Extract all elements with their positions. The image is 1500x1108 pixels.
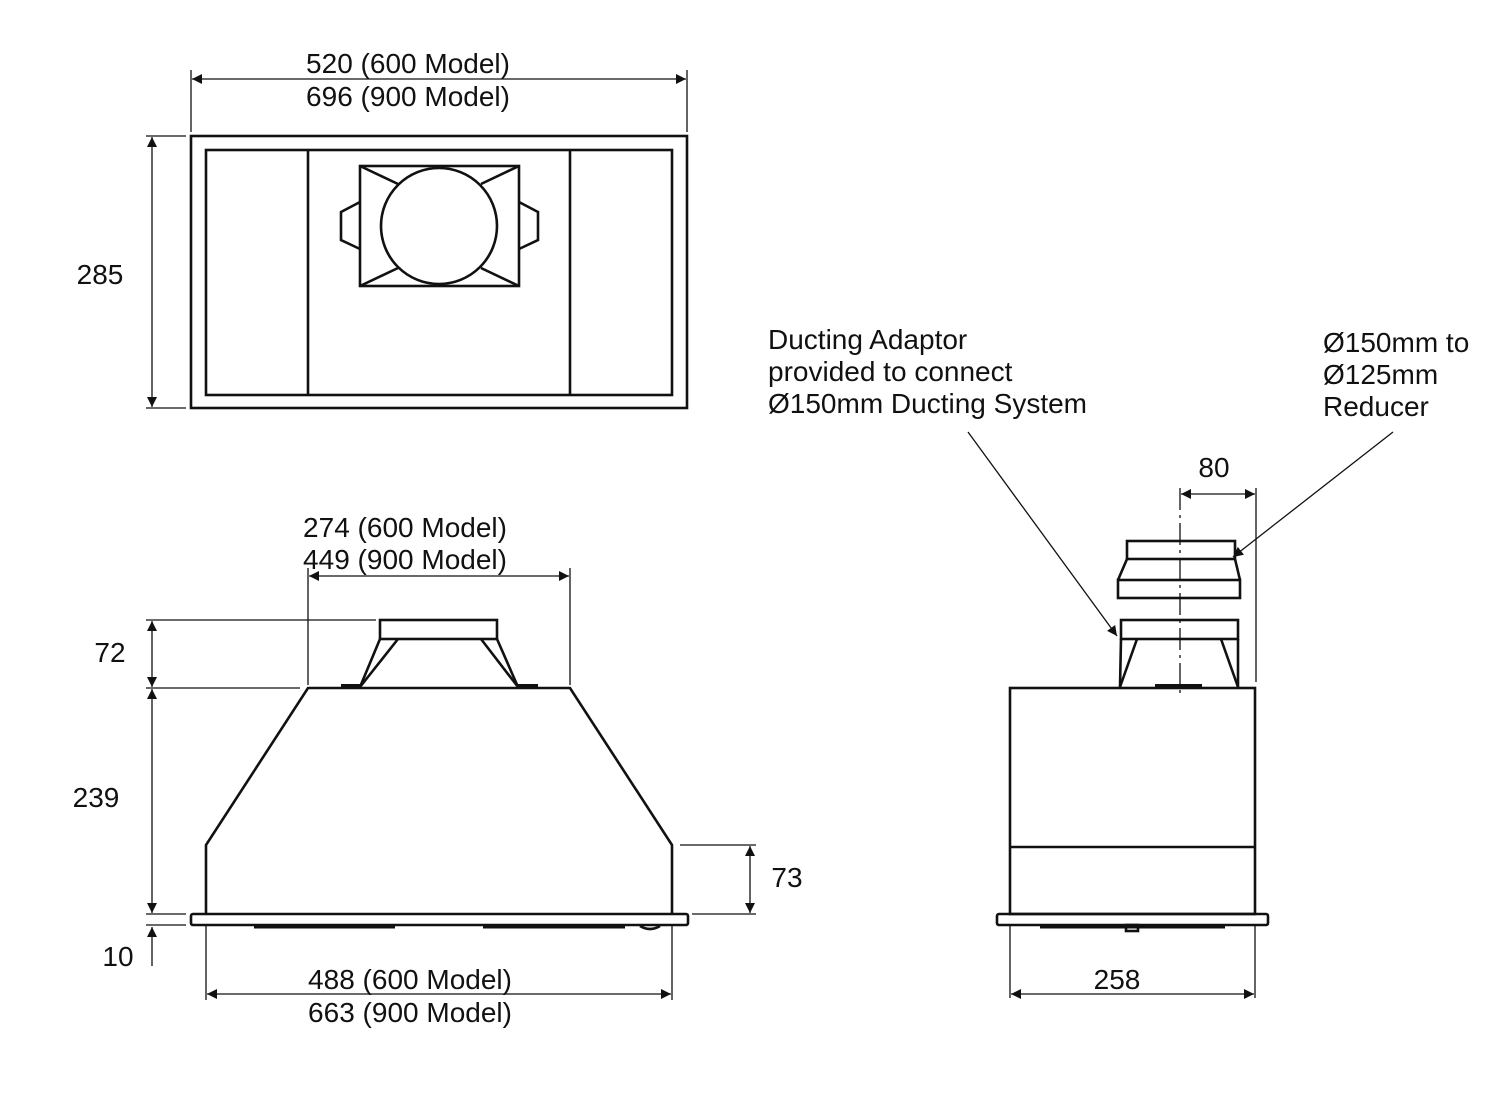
base-width-dimension: 488 (600 Model) 663 (900 Model) <box>205 926 673 1028</box>
top-view: 520 (600 Model) 696 (900 Model) 285 <box>77 48 689 410</box>
outlet-height-label: 72 <box>94 637 125 668</box>
width-900-label: 696 (900 Model) <box>306 81 510 112</box>
outlet-top <box>339 164 540 288</box>
base-900-label: 663 (900 Model) <box>308 997 512 1028</box>
adaptor-label-line: Ø150mm Ducting System <box>768 388 1087 419</box>
front-view: 274 (600 Model) 449 (900 Model) 72 239 1… <box>73 512 803 1028</box>
plate-thickness-label: 10 <box>102 941 133 972</box>
adaptor-callout: Ducting Adaptor provided to connect Ø150… <box>768 324 1118 637</box>
top-depth-dimension: 285 <box>77 135 186 409</box>
outlet-600-label: 274 (600 Model) <box>303 512 507 543</box>
outlet-offset-dimension: 80 <box>1181 452 1255 499</box>
side-view: 80 258 Ducting Adaptor provided to conne… <box>768 324 1469 999</box>
ducting-adaptor <box>1118 618 1240 688</box>
height-dimensions: 72 239 10 73 <box>73 619 803 972</box>
reducer-label-line: Ø125mm <box>1323 359 1438 390</box>
adaptor-label-line: provided to connect <box>768 356 1013 387</box>
body-height-label: 239 <box>73 782 120 813</box>
side-depth-label: 258 <box>1094 964 1141 995</box>
leader-arrow <box>967 431 1118 637</box>
side-height-label: 73 <box>771 862 802 893</box>
side-depth-dimension: 258 <box>1009 926 1256 999</box>
base-600-label: 488 (600 Model) <box>308 964 512 995</box>
outlet-width-dimension: 274 (600 Model) 449 (900 Model) <box>303 512 571 685</box>
reducer-label-line: Ø150mm to <box>1323 327 1469 358</box>
outlet-900-label: 449 (900 Model) <box>303 544 507 575</box>
reducer-label-line: Reducer <box>1323 391 1429 422</box>
leader-arrow <box>1232 431 1394 558</box>
width-600-label: 520 (600 Model) <box>306 48 510 79</box>
offset-label: 80 <box>1198 452 1229 483</box>
reducer <box>1116 539 1242 600</box>
adaptor-label-line: Ducting Adaptor <box>768 324 967 355</box>
depth-label: 285 <box>77 259 124 290</box>
top-width-dimension: 520 (600 Model) 696 (900 Model) <box>190 48 688 132</box>
reducer-callout: Ø150mm to Ø125mm Reducer <box>1232 327 1469 558</box>
